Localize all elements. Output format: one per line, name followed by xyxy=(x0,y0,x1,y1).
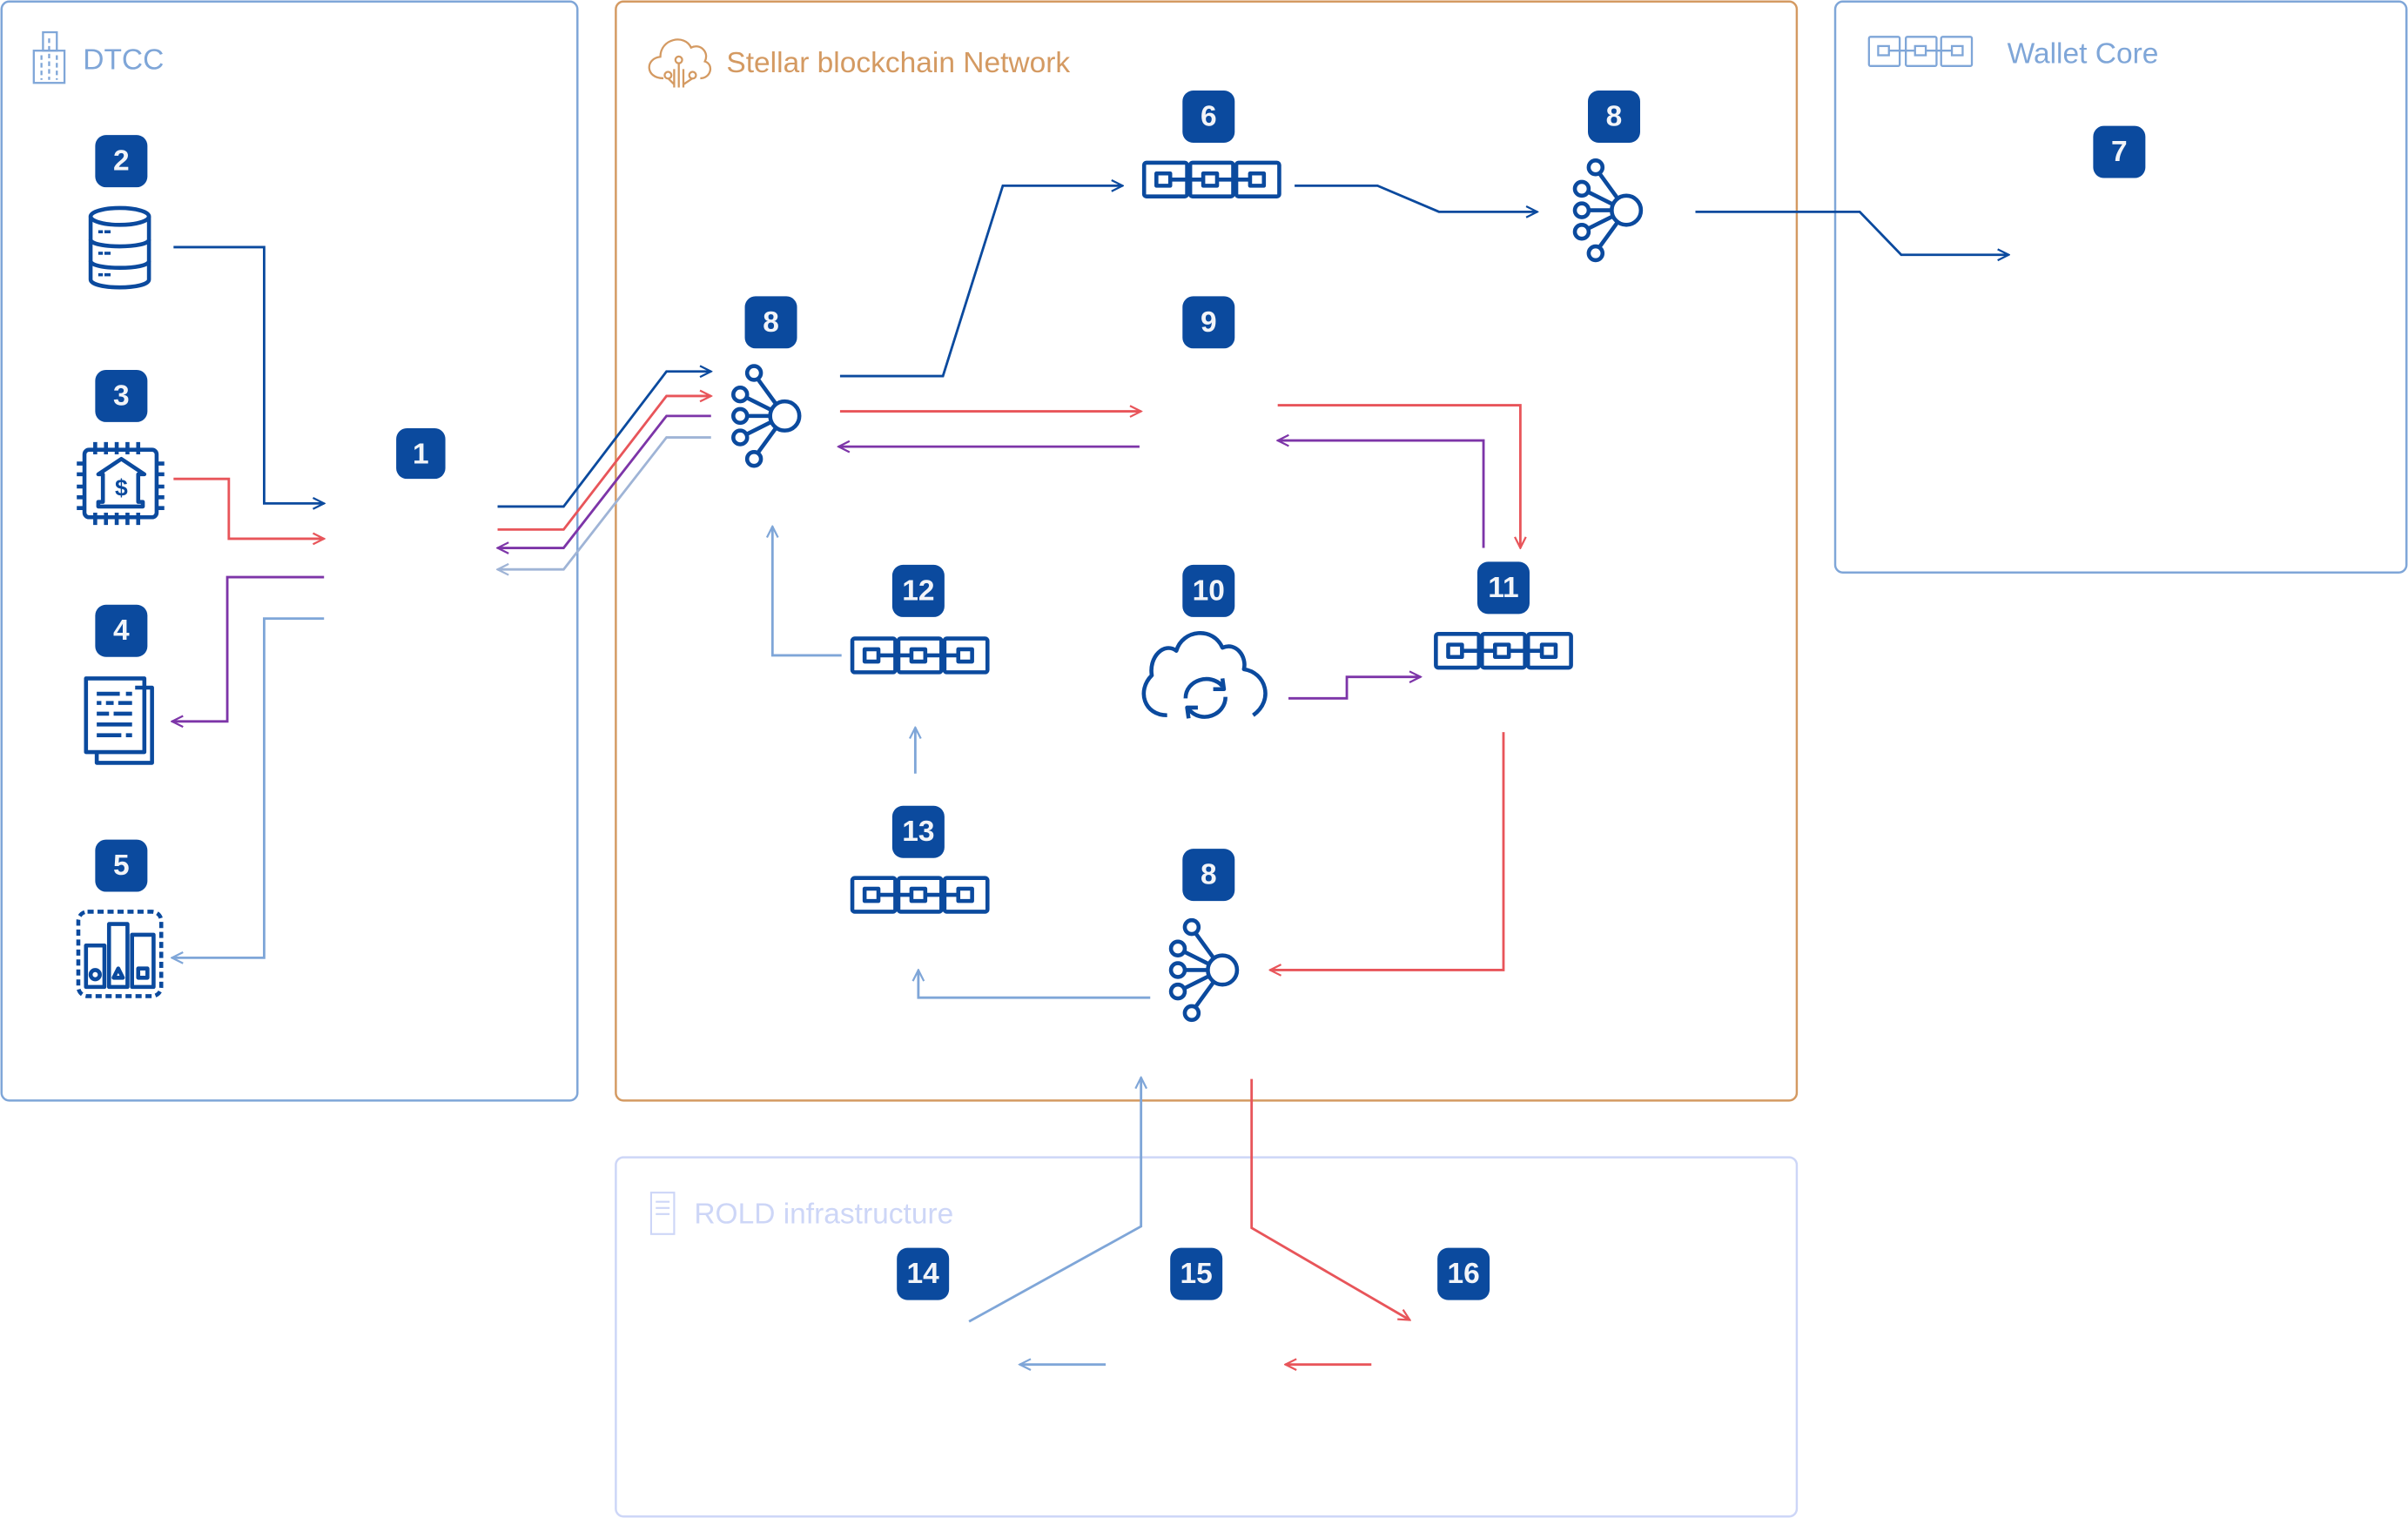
node-badge-16[interactable]: 16 xyxy=(1437,1247,1490,1300)
svg-text:11: 11 xyxy=(1488,572,1518,604)
svg-text:14: 14 xyxy=(907,1258,940,1290)
flow-1-to-8a-red xyxy=(497,396,711,531)
flow-8a-to-1-purple xyxy=(498,414,711,548)
svg-text:3: 3 xyxy=(113,380,130,412)
blockchain-icon xyxy=(1144,163,1279,197)
flow-11-to-8c xyxy=(1270,732,1505,970)
svg-text:15: 15 xyxy=(1180,1258,1213,1290)
svg-text:8: 8 xyxy=(1201,859,1217,891)
stellar-panel: Stellar blockchain Network xyxy=(615,0,1799,1102)
node-badge-7[interactable]: 7 xyxy=(2093,125,2146,178)
badges[interactable]: 1 2 3 4 5 6 7 8 8 8 9 10 11 12 13 14 15 … xyxy=(95,91,2146,1300)
stellar-title: Stellar blockchain Network xyxy=(726,47,1070,79)
node-badge-2[interactable]: 2 xyxy=(95,135,148,188)
node-badge-10[interactable]: 10 xyxy=(1182,564,1235,617)
hub-network-icon xyxy=(1171,920,1237,1020)
flow-8a-to-6 xyxy=(839,185,1123,378)
building-icon xyxy=(32,30,66,84)
hub-network-icon xyxy=(733,366,799,467)
flow-3-to-1 xyxy=(173,477,324,539)
cloud-network-icon xyxy=(648,38,712,88)
blockchain-icon xyxy=(852,878,987,912)
flow-9-to-11 xyxy=(1277,404,1521,548)
svg-text:$: $ xyxy=(115,475,128,501)
cloud-sync-icon xyxy=(1141,631,1268,719)
dtcc-panel: DTCC xyxy=(0,0,579,1102)
database-icon xyxy=(88,205,151,290)
svg-text:5: 5 xyxy=(113,850,130,882)
svg-text:13: 13 xyxy=(902,816,934,848)
blockchain-icon xyxy=(1436,634,1571,668)
flow-10-to-11 xyxy=(1288,677,1421,700)
svg-text:6: 6 xyxy=(1201,101,1217,133)
blockchain-icon xyxy=(852,639,987,673)
flow-8c-to-13 xyxy=(918,970,1151,999)
blockchain-icon xyxy=(1867,36,1974,67)
flow-8a-to-1-grayblue xyxy=(498,436,711,570)
wallet-panel: Wallet Core xyxy=(1833,0,2408,574)
hub-network-icon xyxy=(1575,160,1641,260)
flow-1-to-4 xyxy=(172,575,325,722)
flow-6-to-8b xyxy=(1295,184,1537,212)
svg-text:10: 10 xyxy=(1193,574,1225,607)
node-badge-13[interactable]: 13 xyxy=(891,805,945,858)
svg-text:12: 12 xyxy=(902,574,934,607)
bank-chip-icon: $ xyxy=(77,441,165,526)
flow-1-to-8a-navy xyxy=(497,372,711,508)
flow-11-to-9 xyxy=(1278,440,1485,548)
flows xyxy=(172,185,2009,1364)
node-badge-15[interactable]: 15 xyxy=(1170,1247,1223,1300)
node-badge-8-top-right[interactable]: 8 xyxy=(1588,91,1640,143)
wallet-title: Wallet Core xyxy=(2008,37,2159,70)
svg-text:7: 7 xyxy=(2111,136,2128,168)
node-badge-5[interactable]: 5 xyxy=(95,839,148,892)
svg-text:1: 1 xyxy=(413,438,429,470)
rold-title: ROLD infrastructure xyxy=(694,1198,953,1230)
node-badge-9[interactable]: 9 xyxy=(1182,296,1235,349)
svg-text:8: 8 xyxy=(1606,101,1623,133)
node-badge-1[interactable]: 1 xyxy=(396,427,446,480)
node-badge-11[interactable]: 11 xyxy=(1476,561,1530,615)
svg-text:9: 9 xyxy=(1201,306,1217,339)
node-badge-6[interactable]: 6 xyxy=(1182,91,1235,143)
bar-chart-icon xyxy=(76,910,164,998)
svg-text:16: 16 xyxy=(1447,1258,1479,1290)
node-badge-4[interactable]: 4 xyxy=(95,604,148,657)
flow-8b-to-7 xyxy=(1695,210,2008,254)
node-badge-14[interactable]: 14 xyxy=(897,1247,950,1300)
svg-text:2: 2 xyxy=(113,145,130,178)
svg-text:4: 4 xyxy=(113,615,130,647)
rold-panel: ROLD infrastructure xyxy=(615,1156,1799,1518)
flow-1-to-5 xyxy=(172,617,325,958)
flow-8c-to-16 xyxy=(1250,1078,1410,1320)
flow-2-to-1 xyxy=(173,245,324,503)
node-badge-3[interactable]: 3 xyxy=(95,369,148,422)
node-badge-8-bottom[interactable]: 8 xyxy=(1182,849,1235,902)
node-badge-12[interactable]: 12 xyxy=(891,564,945,617)
document-icon xyxy=(649,1192,676,1235)
documents-icon xyxy=(84,676,154,765)
node-badge-8-left[interactable]: 8 xyxy=(744,296,797,349)
dtcc-title: DTCC xyxy=(83,44,164,76)
flow-14-to-8c xyxy=(968,1078,1141,1323)
flow-12-to-8a xyxy=(772,527,842,657)
svg-text:8: 8 xyxy=(763,306,779,339)
